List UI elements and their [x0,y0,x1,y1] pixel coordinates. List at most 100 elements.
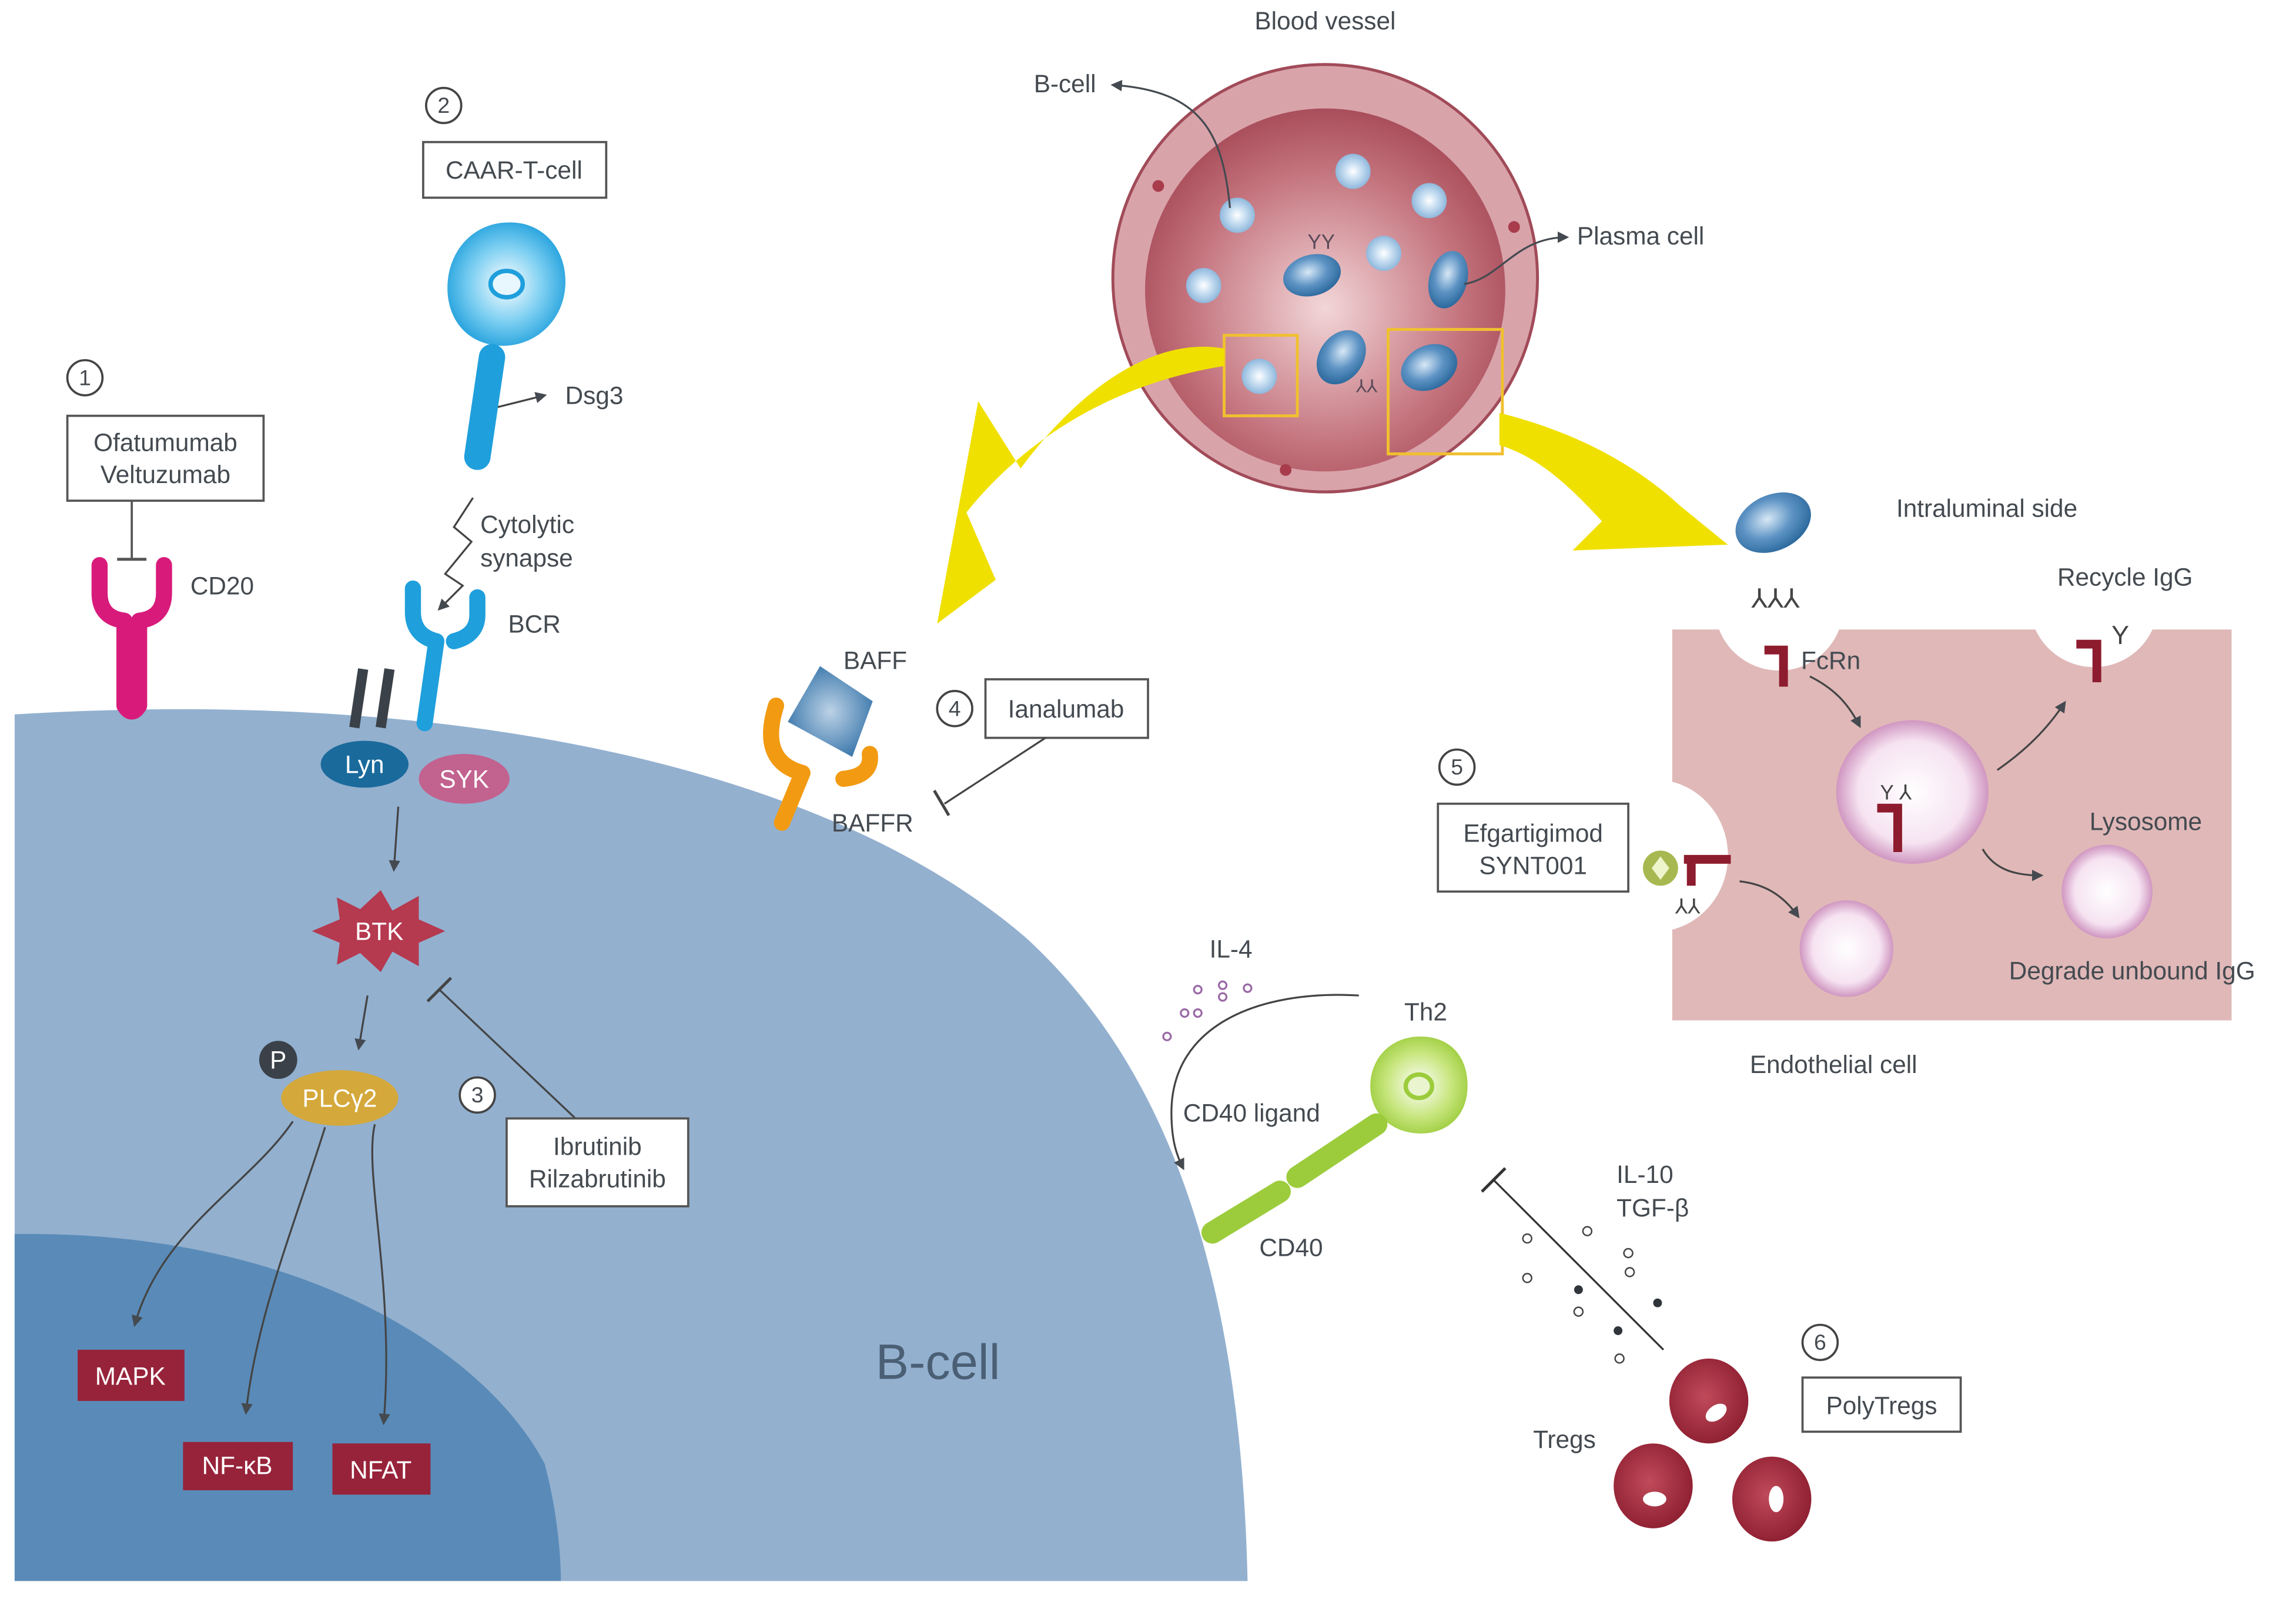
treg-cell-1-highlight [1705,1403,1727,1422]
cd40-ligand-label: CD40 ligand [1183,1099,1320,1126]
vessel-b-cell-label: B-cell [1034,70,1096,98]
phospho-node [259,1041,297,1079]
drug-ofatumumab: Ofatumumab [93,428,237,456]
yellow-arrow-to-b-cell [937,346,1224,624]
nfat-box [332,1443,431,1495]
th2-nucleus-icon [1403,1072,1435,1101]
th2-group: IL-4 Th2 CD40 ligand CD40 [1162,935,1468,1261]
plcg2-label: PLCγ2 [302,1084,377,1112]
plasma-cell-pointer [1464,231,1569,286]
vessel-plasma-cell-2 [1428,251,1468,309]
b-cell-label: B-cell [876,1334,1000,1390]
yellow-arrow-to-endothelium [1499,413,1728,556]
arrow-plcg2-to-nfkb [241,1126,326,1415]
endosome-icon [1836,720,1989,864]
step-number-6: 6 [1814,1330,1826,1354]
intraluminal-side-label: Intraluminal side [1896,494,2077,522]
vessel-plasma-cell-4 [1401,344,1458,391]
phospho-label: P [270,1047,286,1074]
therapy-1-group: 1 Ofatumumab Veltuzumab CD20 [66,359,265,720]
treg-cell-1-icon [1669,1358,1749,1444]
fcrn-endosome-icon [1877,803,1902,852]
dsg3-pointer [497,392,547,408]
arrow-to-lysosome [1982,849,2044,881]
step-number-3: 3 [471,1082,484,1107]
mapk-label: MAPK [95,1363,166,1390]
drug-veltuzumab: Veltuzumab [101,461,230,488]
vessel-b-cell-4 [1186,268,1221,303]
drug-ibrutinib: Ibrutinib [553,1133,642,1161]
nfat-label: NFAT [350,1456,411,1484]
btk-node [312,890,446,973]
recycle-igg-label: Recycle IgG [2057,564,2193,591]
syk-node [419,754,510,804]
step-number-3-badge [458,1076,496,1114]
caar-receptor-icon [464,344,506,470]
inhibit-bar-baffr [933,790,950,816]
treg-cell-2-icon [1614,1443,1693,1528]
endothelial-nucleus-1 [1152,180,1164,192]
blood-vessel: Blood vessel YY ⅄⅄ B-cell Plasma cell [1034,7,1704,494]
arrow-th2-to-bcell [1170,994,1359,1171]
step-number-1: 1 [79,365,91,390]
drug-box-caar-t-cell [422,140,608,199]
bcr-label: BCR [508,610,560,638]
fcrn-blocked-icon [1683,854,1731,886]
baffr-label: BAFFR [832,809,913,837]
step-number-5: 5 [1451,755,1463,779]
intraluminal-plasma-cell [1735,492,1811,553]
endothelial-nucleus-3 [1280,464,1292,476]
cd20-label: CD20 [190,572,254,600]
tregs-label: Tregs [1533,1426,1596,1453]
arrow-to-endosome [1809,675,1861,729]
vessel-b-cell-1 [1220,197,1255,233]
drug-caar-t-cell: CAAR-T-cell [446,156,583,184]
cd40-ligand-stalk [1286,1113,1388,1188]
treg-cell-2-highlight [1642,1491,1666,1507]
step-number-4: 4 [949,696,961,720]
lyn-label: Lyn [345,750,384,778]
tgfb-label: TGF-β [1616,1194,1689,1222]
baffr-receptor-icon [763,698,878,831]
highlight-box-b-cell [1223,334,1299,418]
arrow-plcg2-to-mapk [131,1121,294,1327]
lysosome-label: Lysosome [2090,808,2202,836]
fcrn-label: FcRn [1801,647,1860,675]
recycled-igg-glyph: Y [2111,620,2129,650]
vessel-plasma-cell-1 [1283,254,1341,297]
treg-cell-3-highlight [1769,1486,1784,1513]
inhibit-line-treg [1492,1179,1665,1351]
syk-label: SYK [439,765,489,793]
drug-box-ianalumab [984,678,1149,739]
bcr-receptor-icon [404,580,486,732]
step-number-5-badge [1438,748,1476,786]
plasma-cell-label: Plasma cell [1577,222,1704,250]
blocked-igg-glyphs: ⅄⅄ [1675,896,1701,918]
cytolytic-label: Cytolytic [480,511,574,538]
lysosome-1-icon [2061,844,2153,938]
treg-cytokine-dots [1522,1226,1662,1364]
endothelial-panel: Intraluminal side ⅄⅄⅄ FcRn Recycle IgG Y… [1672,492,2255,1078]
inhibit-bar-treg [1481,1167,1507,1193]
step-number-2-badge [425,86,463,125]
drug-box-ibrutinib-rilzabrutinib [506,1117,690,1208]
igbeta-bar-2 [376,668,395,729]
antibody-glyph-2: ⅄⅄ [1355,377,1378,397]
highlight-box-plasma-cell [1387,328,1504,455]
lysosome-2-icon [1799,900,1893,997]
mapk-box [78,1349,185,1402]
degrade-igg-label: Degrade unbound IgG [2009,957,2255,985]
drug-synt001: SYNT001 [1479,851,1587,879]
th2-label: Th2 [1404,998,1447,1025]
drug-efgartigimod: Efgartigimod [1463,820,1603,847]
inhibit-line-baffr [943,737,1046,805]
il10-label: IL-10 [1616,1161,1673,1188]
endosome-igg-glyphs: Y ⅄ [1880,781,1912,804]
baff-label: BAFF [844,647,907,675]
drug-polytregs: PolyTregs [1826,1392,1937,1420]
cd40-label: CD40 [1259,1233,1323,1261]
kinase-cascade: Lyn SYK BTK P PLCγ2 MAPK NF-κB NFAT [78,740,510,1495]
inhibit-line-btk [439,988,577,1119]
free-igg-glyphs: ⅄⅄⅄ [1751,584,1800,613]
vessel-b-cell-3 [1411,183,1447,219]
